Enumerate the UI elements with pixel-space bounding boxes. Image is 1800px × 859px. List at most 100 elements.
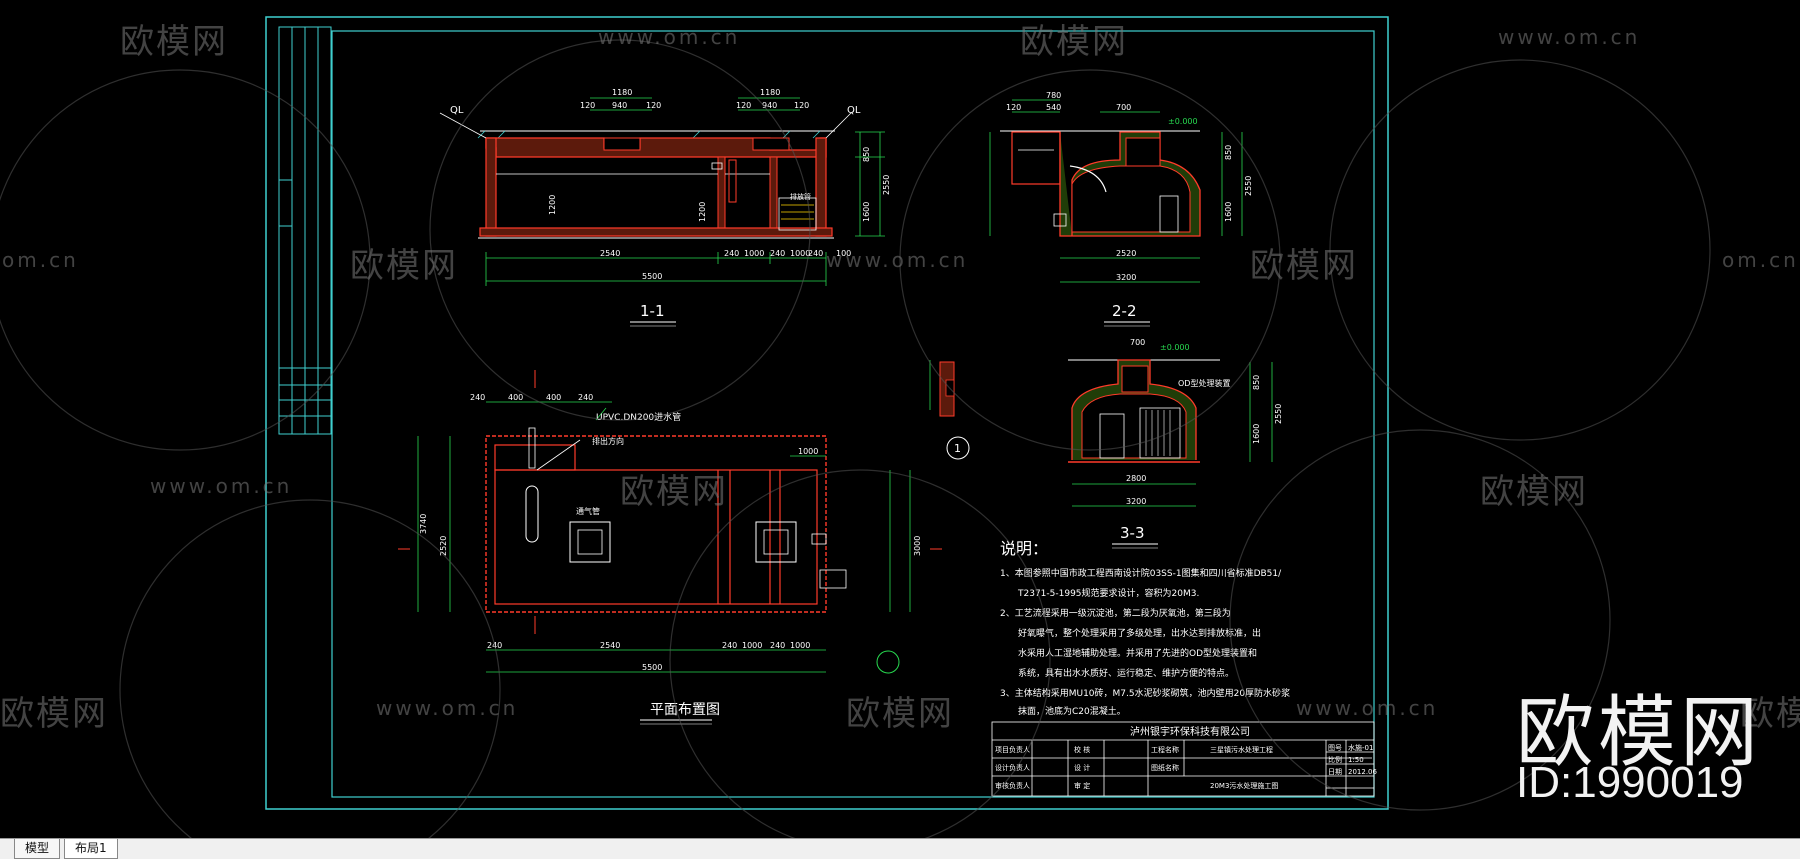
watermark-logo: 欧模网: [846, 694, 954, 734]
watermark-url: om.cn: [1722, 248, 1799, 272]
svg-text:1180: 1180: [612, 88, 632, 97]
svg-text:设 计: 设 计: [1074, 763, 1090, 772]
svg-text:T2371-5-1995规范要求设计，容积为20M3.: T2371-5-1995规范要求设计，容积为20M3.: [1017, 587, 1199, 599]
svg-text:排出方向: 排出方向: [592, 436, 624, 446]
svg-text:水采用人工湿地辅助处理。并采用了先进的OD型处理装置和: 水采用人工湿地辅助处理。并采用了先进的OD型处理装置和: [1018, 647, 1257, 659]
svg-text:设计负责人: 设计负责人: [995, 763, 1030, 772]
svg-text:系统，具有出水水质好、运行稳定、维护方便的特点。: 系统，具有出水水质好、运行稳定、维护方便的特点。: [1018, 667, 1234, 679]
svg-text:三星镇污水处理工程: 三星镇污水处理工程: [1210, 745, 1273, 754]
svg-text:780: 780: [1046, 91, 1061, 100]
watermark-url: www.om.cn: [376, 696, 519, 720]
svg-text:2540: 2540: [600, 249, 620, 258]
svg-text:240: 240: [724, 249, 739, 258]
detail-1: 1: [929, 360, 970, 460]
svg-text:5500: 5500: [642, 272, 662, 281]
svg-text:1、本图参照中国市政工程西南设计院03SS-1图集和四川省标: 1、本图参照中国市政工程西南设计院03SS-1图集和四川省标准DB51/: [1000, 567, 1282, 579]
svg-text:2520: 2520: [439, 536, 448, 556]
section-3-3: 700 ±0.000 OD型处理装置 2800 3200 850 2550 16…: [1068, 338, 1283, 549]
svg-text:3200: 3200: [1126, 497, 1146, 506]
svg-text:3740: 3740: [419, 514, 428, 534]
svg-text:1600: 1600: [1224, 202, 1233, 222]
svg-text:1180: 1180: [760, 88, 780, 97]
svg-text:2012.06: 2012.06: [1348, 768, 1377, 776]
svg-text:1200: 1200: [548, 195, 557, 215]
ql-left-label: QL: [450, 105, 464, 116]
svg-text:校 核: 校 核: [1074, 745, 1090, 754]
svg-text:1600: 1600: [862, 202, 871, 222]
section-1-1-title: 1-1: [640, 302, 665, 320]
svg-text:2550: 2550: [882, 175, 891, 195]
svg-text:850: 850: [1224, 145, 1233, 160]
svg-text:排放管: 排放管: [790, 192, 811, 201]
watermark-logo: 欧模网: [120, 22, 228, 62]
plan-layout: 240 400 400 240 UPVC.DN200进水管 排出方向 通气管 1…: [398, 370, 942, 725]
ql-right-label: QL: [847, 105, 861, 116]
layout-tab-bar: 模型 布局1: [0, 838, 1800, 859]
svg-text:1600: 1600: [1252, 424, 1261, 444]
svg-text:2、工艺流程采用一级沉淀池，第二段为厌氧池，第三段为: 2、工艺流程采用一级沉淀池，第二段为厌氧池，第三段为: [1000, 607, 1231, 619]
svg-text:2550: 2550: [1244, 176, 1253, 196]
svg-text:1000: 1000: [744, 249, 764, 258]
svg-text:20M3污水处理施工图: 20M3污水处理施工图: [1210, 781, 1278, 790]
svg-text:2540: 2540: [600, 641, 620, 650]
svg-text:1000: 1000: [790, 641, 810, 650]
svg-text:图纸名称: 图纸名称: [1151, 763, 1179, 772]
svg-text:940: 940: [612, 101, 627, 110]
svg-text:1000: 1000: [790, 249, 810, 258]
svg-text:540: 540: [1046, 103, 1061, 112]
watermark-url: www.om.cn: [1296, 696, 1439, 720]
svg-text:240: 240: [722, 641, 737, 650]
watermark-url: www.om.cn: [598, 25, 741, 49]
svg-text:审核负责人: 审核负责人: [995, 781, 1030, 790]
section-3-3-title: 3-3: [1120, 524, 1145, 542]
watermark-logo: 欧模网: [0, 694, 108, 734]
design-notes: 说明： 1、本图参照中国市政工程西南设计院03SS-1图集和四川省标准DB51/…: [1000, 539, 1290, 717]
svg-text:3000: 3000: [913, 536, 922, 556]
company-name: 泸州银宇环保科技有限公司: [1130, 725, 1250, 738]
watermark-logo: 欧模网: [620, 472, 728, 512]
svg-text:3、主体结构采用MU10砖，M7.5水泥砂浆砌筑，池内壁用2: 3、主体结构采用MU10砖，M7.5水泥砂浆砌筑，池内壁用20厚防水砂浆: [1000, 687, 1290, 699]
svg-text:工程名称: 工程名称: [1151, 745, 1179, 754]
watermark-logo: 欧模网: [1020, 22, 1128, 62]
watermark-big-logo: 欧模网: [1516, 688, 1763, 778]
svg-text:940: 940: [762, 101, 777, 110]
svg-text:240: 240: [578, 393, 593, 402]
watermark-logo: 欧模网: [1480, 472, 1588, 512]
svg-text:400: 400: [508, 393, 523, 402]
svg-text:120: 120: [794, 101, 809, 110]
binding-strip: [278, 26, 332, 435]
svg-text:1000: 1000: [742, 641, 762, 650]
section-2-2: 780 120 540 700 ±0.000 2520 3200 850 255…: [989, 91, 1253, 327]
svg-text:日期: 日期: [1328, 768, 1342, 776]
svg-text:400: 400: [546, 393, 561, 402]
tab-model[interactable]: 模型: [14, 839, 61, 859]
watermark-url: www.om.cn: [150, 474, 293, 498]
notes-title: 说明：: [1000, 539, 1048, 558]
watermark-url: om.cn: [2, 248, 79, 272]
tab-layout-1[interactable]: 布局1: [64, 839, 118, 859]
svg-text:1000: 1000: [798, 447, 818, 456]
svg-text:100: 100: [836, 249, 851, 258]
svg-text:通气管: 通气管: [576, 506, 600, 516]
svg-text:120: 120: [580, 101, 595, 110]
svg-text:比例: 比例: [1328, 755, 1342, 764]
svg-text:OD型处理装置: OD型处理装置: [1178, 378, 1230, 388]
svg-text:水施-01: 水施-01: [1348, 743, 1373, 752]
svg-text:1200: 1200: [698, 202, 707, 222]
svg-text:±0.000: ±0.000: [1168, 117, 1198, 126]
svg-text:240: 240: [770, 641, 785, 650]
svg-text:240: 240: [470, 393, 485, 402]
svg-text:2520: 2520: [1116, 249, 1136, 258]
svg-text:700: 700: [1130, 338, 1145, 347]
svg-text:120: 120: [736, 101, 751, 110]
svg-text:850: 850: [1252, 375, 1261, 390]
svg-text:120: 120: [646, 101, 661, 110]
svg-text:项目负责人: 项目负责人: [995, 745, 1030, 754]
svg-text:240: 240: [808, 249, 823, 258]
watermark-logo: 欧模网: [350, 246, 458, 286]
svg-text:审 定: 审 定: [1074, 781, 1090, 790]
svg-text:好氧曝气，整个处理采用了多级处理，出水达到排放标准，出: 好氧曝气，整个处理采用了多级处理，出水达到排放标准，出: [1018, 627, 1261, 639]
svg-text:120: 120: [1006, 103, 1021, 112]
cad-drawing-canvas[interactable]: 排放管 QL QL 1180 120 940 120 1180 120 940 …: [0, 0, 1800, 838]
svg-text:抹面，池底为C20混凝土。: 抹面，池底为C20混凝土。: [1018, 705, 1126, 717]
